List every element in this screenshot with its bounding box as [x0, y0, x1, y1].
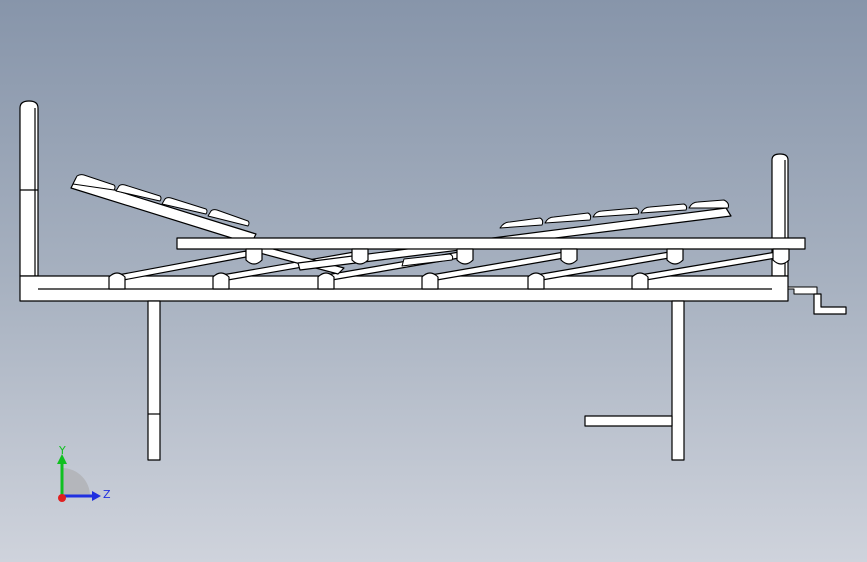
- crank-handle[interactable]: [787, 286, 847, 315]
- upper-frame[interactable]: [176, 237, 806, 250]
- upper-pads: [245, 248, 790, 265]
- x-axis-dot: [58, 494, 66, 502]
- head-post[interactable]: [19, 100, 39, 277]
- z-axis-arrowhead: [92, 491, 101, 501]
- lower-pads: [108, 272, 649, 290]
- backrest[interactable]: [70, 174, 257, 245]
- y-axis-label: Y: [58, 444, 66, 457]
- triad-plane-icon: [62, 468, 90, 496]
- orientation-triad: Y Z: [57, 444, 111, 502]
- leg-foot-bracket[interactable]: [584, 415, 673, 427]
- y-axis-arrowhead: [57, 454, 67, 464]
- left-leg[interactable]: [147, 300, 161, 461]
- right-leg[interactable]: [671, 300, 685, 461]
- z-axis-label: Z: [103, 488, 111, 501]
- base-frame[interactable]: [19, 275, 789, 302]
